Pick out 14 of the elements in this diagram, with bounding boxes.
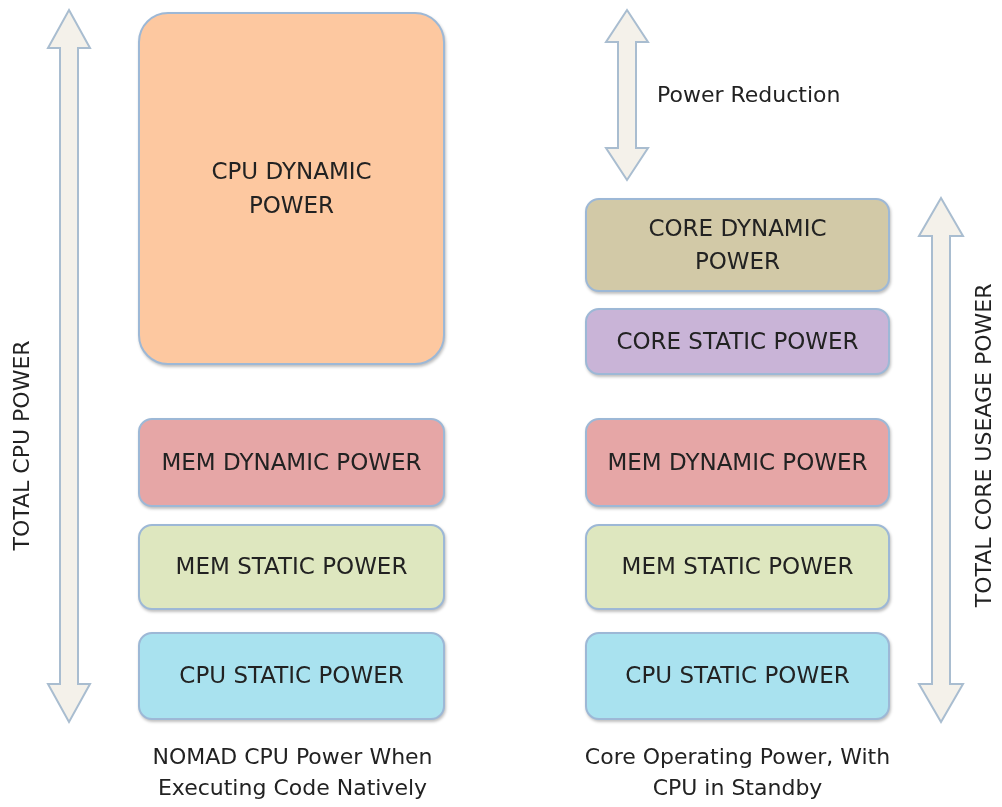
power-block: CPU STATIC POWER (585, 632, 890, 720)
power-block: MEM DYNAMIC POWER (585, 418, 890, 507)
column-caption: Core Operating Power, With CPU in Standby (583, 743, 892, 802)
power-block: MEM DYNAMIC POWER (138, 418, 445, 507)
power-block: CPU DYNAMIC POWER (138, 12, 445, 365)
power-block: CORE DYNAMIC POWER (585, 198, 890, 292)
axis-label: TOTAL CPU POWER (7, 339, 35, 550)
axis-label: TOTAL CORE USEAGE POWER (970, 283, 998, 607)
power-block: CORE STATIC POWER (585, 308, 890, 375)
annotation-text: Power Reduction (657, 81, 841, 109)
column-caption: NOMAD CPU Power When Executing Code Natively (151, 743, 434, 802)
power-block: MEM STATIC POWER (138, 524, 445, 610)
power-block: MEM STATIC POWER (585, 524, 890, 610)
power-block: CPU STATIC POWER (138, 632, 445, 720)
